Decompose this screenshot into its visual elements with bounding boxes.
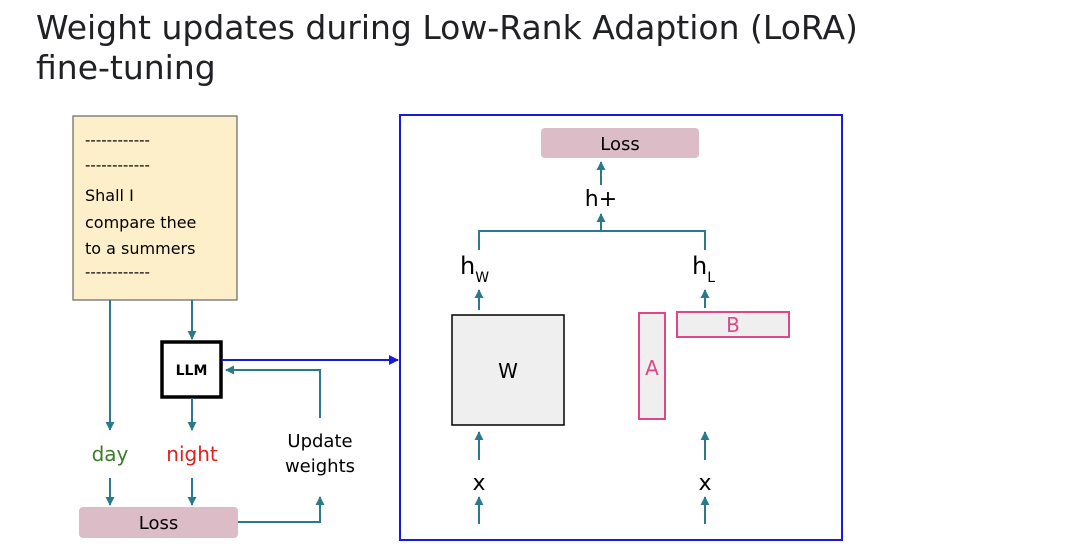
sum-label: h+: [585, 187, 617, 212]
bottom-loss-label: Loss: [139, 513, 178, 534]
hl-base: h: [692, 252, 707, 280]
lora-b-matrix: [676, 311, 790, 338]
llm-box-frame: [160, 340, 223, 399]
hw-base: h: [460, 252, 475, 280]
pretrained-weights-matrix: [451, 314, 565, 426]
a-matrix-label: A: [645, 356, 659, 380]
input-x-right: x: [698, 471, 711, 496]
input-x-left: x: [472, 471, 485, 496]
title-line-2: fine-tuning: [36, 48, 216, 87]
page-title: Weight updates during Low-Rank Adaption …: [36, 8, 858, 88]
panel-loss-box: [541, 128, 699, 158]
lora-panel: Loss h+ hW hL W A B x x: [399, 114, 843, 541]
hl-label: hL: [692, 252, 715, 286]
prompt-line-2: compare thee: [85, 213, 196, 232]
update-weights-line-1: Update: [287, 431, 352, 452]
lora-a-matrix: [638, 312, 666, 420]
prompt-line-1: Shall I: [85, 186, 134, 205]
hl-subscript: L: [707, 270, 715, 286]
update-to-llm-arrow: [225, 365, 321, 418]
b-matrix-label: B: [726, 313, 740, 337]
hw-subscript: W: [475, 270, 489, 286]
merge-bracket: [478, 230, 706, 250]
hw-label: hW: [460, 252, 489, 286]
training-loop-arrows: [105, 300, 325, 523]
expected-token: day: [92, 442, 129, 466]
title-line-1: Weight updates during Low-Rank Adaption …: [36, 8, 858, 47]
llm-label: LLM: [176, 363, 208, 379]
predicted-token: night: [166, 442, 218, 466]
llm-box: LLM: [160, 340, 223, 399]
w-matrix-label: W: [498, 359, 518, 383]
panel-loss-label: Loss: [600, 134, 639, 155]
bottom-loss-box: Loss: [79, 507, 238, 538]
prompt-dashes-1: ------------: [85, 131, 150, 149]
bottom-loss-background: [79, 507, 238, 538]
prompt-card-background: [72, 115, 238, 301]
loss-to-update-arrow: [238, 496, 325, 523]
prompt-dashes-3: ------------: [85, 263, 150, 281]
panel-arrows: [474, 161, 710, 524]
prompt-line-3: to a summers: [85, 239, 195, 258]
prompt-dashes-2: ------------: [85, 156, 150, 174]
prompt-card: ------------ ------------ Shall I compar…: [72, 115, 238, 301]
update-weights-line-2: weights: [285, 456, 355, 477]
